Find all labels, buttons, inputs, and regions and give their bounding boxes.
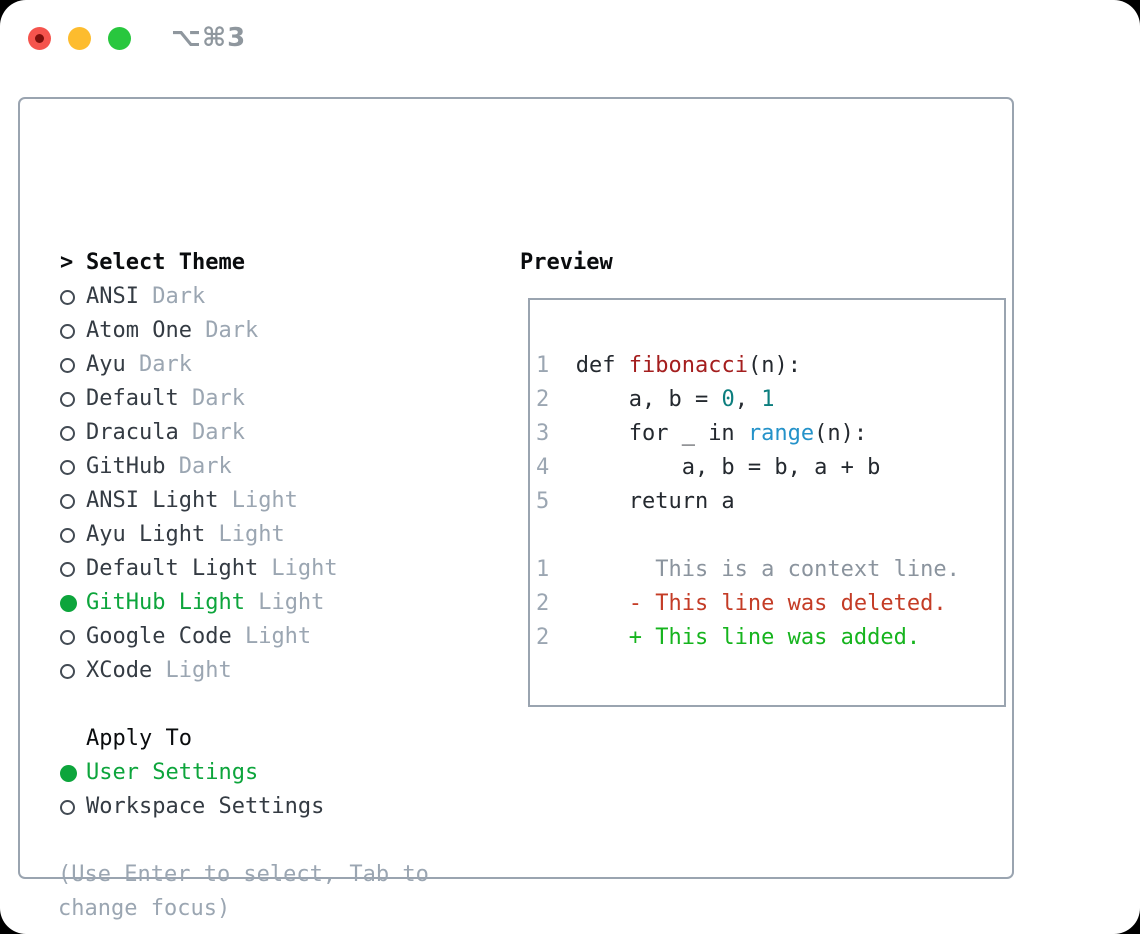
- apply-to-option[interactable]: Workspace Settings: [60, 790, 324, 824]
- radio-icon: [60, 493, 75, 509]
- line-number: 5: [536, 489, 550, 514]
- theme-option-label: Default Light Light: [86, 556, 338, 581]
- line-number: 4: [536, 455, 550, 480]
- radio-icon: [60, 289, 75, 305]
- radio-icon: [60, 561, 75, 577]
- preview-line: 1 This is a context line.: [536, 557, 960, 582]
- preview-line: 4 a, b = b, a + b: [536, 455, 881, 480]
- minimize-button[interactable]: [68, 26, 91, 50]
- theme-option-label: ANSI Dark: [86, 284, 206, 309]
- theme-option[interactable]: Ayu Light Light: [60, 518, 338, 552]
- radio-icon: [60, 663, 75, 679]
- theme-option[interactable]: Default Dark: [60, 382, 338, 416]
- preview-code: 1 def fibonacci(n): 2 a, b = 0, 1 3 for _ …: [530, 300, 1004, 655]
- theme-option[interactable]: GitHub Dark: [60, 450, 338, 484]
- line-number: 1: [536, 353, 550, 378]
- preview-line: 1 def fibonacci(n):: [536, 353, 801, 378]
- preview-title: Preview: [520, 250, 613, 275]
- theme-option[interactable]: Google Code Light: [60, 620, 338, 654]
- zoom-button[interactable]: [108, 26, 131, 50]
- line-number: 3: [536, 421, 550, 446]
- theme-option[interactable]: ANSI Dark: [60, 280, 338, 314]
- radio-icon: [60, 459, 75, 475]
- apply-to-option-label: User Settings: [86, 760, 259, 785]
- theme-option-label: GitHub Dark: [86, 454, 232, 479]
- theme-option-label: XCode Light: [86, 658, 232, 683]
- radio-icon: [60, 391, 75, 407]
- theme-option[interactable]: Default Light Light: [60, 552, 338, 586]
- theme-option-label: Google Code Light: [86, 624, 312, 649]
- preview-line: 2 + This line was added.: [536, 625, 921, 650]
- preview-line: 2 a, b = 0, 1: [536, 387, 775, 412]
- apply-to-option[interactable]: User Settings: [60, 756, 324, 790]
- radio-icon: [60, 357, 75, 373]
- theme-list-header: > Select Theme: [60, 246, 338, 280]
- theme-option-label: Atom One Dark: [86, 318, 259, 343]
- line-number: 1: [536, 557, 550, 582]
- radio-icon: [60, 629, 75, 645]
- titlebar: ⌥⌘3: [28, 23, 247, 53]
- preview-line: 3 for _ in range(n):: [536, 421, 868, 446]
- radio-icon: [60, 799, 75, 815]
- theme-option-label: ANSI Light Light: [86, 488, 298, 513]
- close-dot-icon: [35, 33, 44, 43]
- theme-option-label: Default Dark: [86, 386, 245, 411]
- hint-text: (Use Enter to select, Tab to change focu…: [58, 862, 429, 921]
- apply-to-header: Apply To: [60, 722, 324, 756]
- apply-to-option-label: Workspace Settings: [86, 794, 325, 819]
- line-number: 2: [536, 387, 550, 412]
- theme-option-label: Ayu Dark: [86, 352, 192, 377]
- theme-option[interactable]: GitHub Light Light: [60, 586, 338, 620]
- radio-selected-icon: [60, 764, 77, 782]
- radio-icon: [60, 527, 75, 543]
- apply-to-title: Apply To: [86, 726, 192, 751]
- theme-option-label: GitHub Light Light: [86, 590, 325, 615]
- radio-icon: [60, 323, 75, 339]
- theme-option[interactable]: Ayu Dark: [60, 348, 338, 382]
- theme-option[interactable]: Atom One Dark: [60, 314, 338, 348]
- close-button[interactable]: [28, 26, 51, 50]
- theme-option[interactable]: ANSI Light Light: [60, 484, 338, 518]
- preview-line: 2 - This line was deleted.: [536, 591, 947, 616]
- line-number: 2: [536, 591, 550, 616]
- line-number: 2: [536, 625, 550, 650]
- preview-line: [536, 519, 1004, 553]
- selection-arrow-icon: >: [60, 250, 74, 275]
- theme-list-title: Select Theme: [86, 250, 245, 275]
- theme-option-label: Dracula Dark: [86, 420, 245, 445]
- preview-pane: 1 def fibonacci(n): 2 a, b = 0, 1 3 for _ …: [528, 298, 1006, 707]
- theme-option[interactable]: XCode Light: [60, 654, 338, 688]
- preview-line: 5 return a: [536, 489, 735, 514]
- radio-selected-icon: [60, 594, 77, 612]
- radio-icon: [60, 425, 75, 441]
- theme-option-label: Ayu Light Light: [86, 522, 285, 547]
- theme-option[interactable]: Dracula Dark: [60, 416, 338, 450]
- window-shortcut-label: ⌥⌘3: [171, 23, 247, 53]
